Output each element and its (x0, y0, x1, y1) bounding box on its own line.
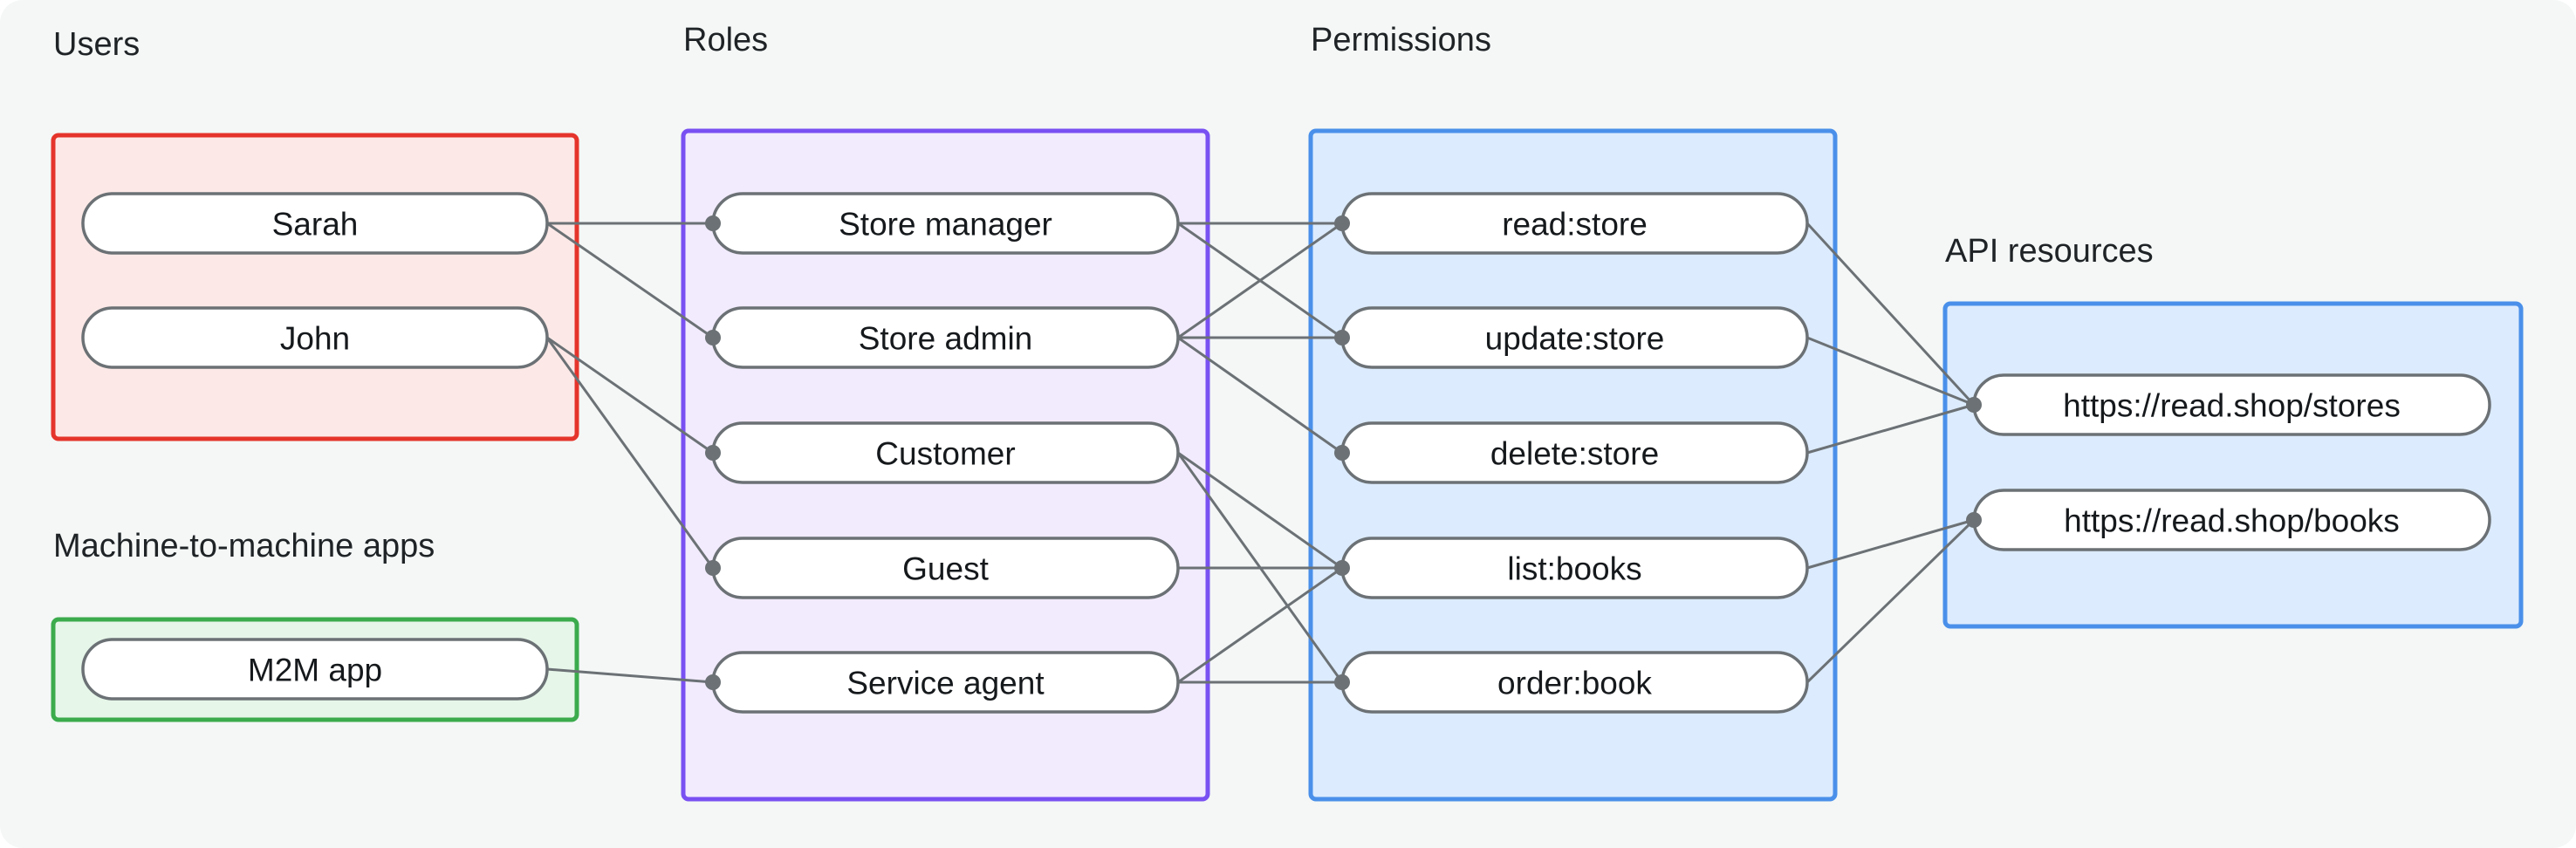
group-title-users: Users (53, 26, 140, 63)
node-label-sarah: Sarah (272, 207, 359, 243)
edges-layer (545, 222, 1976, 684)
edge-endpoint-dot-store-manager (705, 215, 721, 231)
edge-endpoint-dot-guest (705, 560, 721, 576)
edge-endpoint-dot-store-admin (705, 330, 721, 345)
edge-endpoint-dot-read-store (1334, 215, 1350, 231)
edge-store-admin-to-delete-store (1177, 336, 1343, 455)
node-label-read-store: read:store (1502, 207, 1648, 243)
node-label-delete-store: delete:store (1490, 436, 1659, 472)
node-label-service-agent: Service agent (846, 666, 1045, 701)
edge-endpoint-dot-read-shop-stores (1966, 397, 1982, 413)
node-label-m2m-app: M2M app (248, 653, 382, 688)
node-label-store-admin: Store admin (859, 321, 1033, 357)
group-title-api-resources: API resources (1945, 233, 2154, 270)
edge-john-to-customer (546, 336, 714, 455)
edge-m2m-app-to-service-agent (546, 667, 714, 684)
group-title-permissions: Permissions (1311, 22, 1491, 58)
group-title-roles: Roles (683, 22, 768, 58)
edge-store-admin-to-read-store (1177, 222, 1343, 339)
edge-order-book-to-read-shop-books (1805, 518, 1976, 684)
edge-delete-store-to-read-shop-stores (1806, 403, 1975, 455)
group-container-api-resources (1942, 301, 2524, 629)
node-label-customer: Customer (875, 436, 1015, 472)
node-m2m-app[interactable] (81, 638, 549, 701)
edge-endpoint-dot-list-books (1334, 560, 1350, 576)
edge-service-agent-to-list-books (1177, 566, 1343, 684)
node-label-john: John (280, 321, 350, 357)
node-label-read-shop-stores: https://read.shop/stores (2063, 388, 2401, 424)
node-label-order-book: order:book (1497, 666, 1652, 701)
edge-endpoint-dot-service-agent (705, 674, 721, 690)
edge-customer-to-list-books (1177, 451, 1343, 570)
edge-john-to-guest (545, 337, 715, 569)
edge-endpoint-dot-read-shop-books (1966, 512, 1982, 528)
node-label-guest: Guest (902, 551, 989, 587)
edge-read-store-to-read-shop-stores (1805, 222, 1976, 407)
edge-endpoint-dot-order-book (1334, 674, 1350, 690)
edge-endpoint-dot-customer (705, 445, 721, 461)
edge-endpoint-dot-delete-store (1334, 445, 1350, 461)
node-label-update-store: update:store (1485, 321, 1665, 357)
group-container-users (51, 133, 579, 441)
edge-endpoint-dots-layer (705, 215, 1982, 690)
node-label-list-books: list:books (1507, 551, 1641, 587)
node-john[interactable] (81, 306, 549, 369)
node-label-store-manager: Store manager (839, 207, 1052, 243)
edge-sarah-to-store-admin (546, 222, 714, 339)
edge-list-books-to-read-shop-books (1806, 518, 1975, 570)
node-label-read-shop-books: https://read.shop/books (2064, 503, 2400, 539)
edge-update-store-to-read-shop-stores (1806, 336, 1975, 407)
edge-endpoint-dot-update-store (1334, 330, 1350, 345)
group-title-m2m: Machine-to-machine apps (53, 528, 435, 564)
node-sarah[interactable] (81, 192, 549, 255)
